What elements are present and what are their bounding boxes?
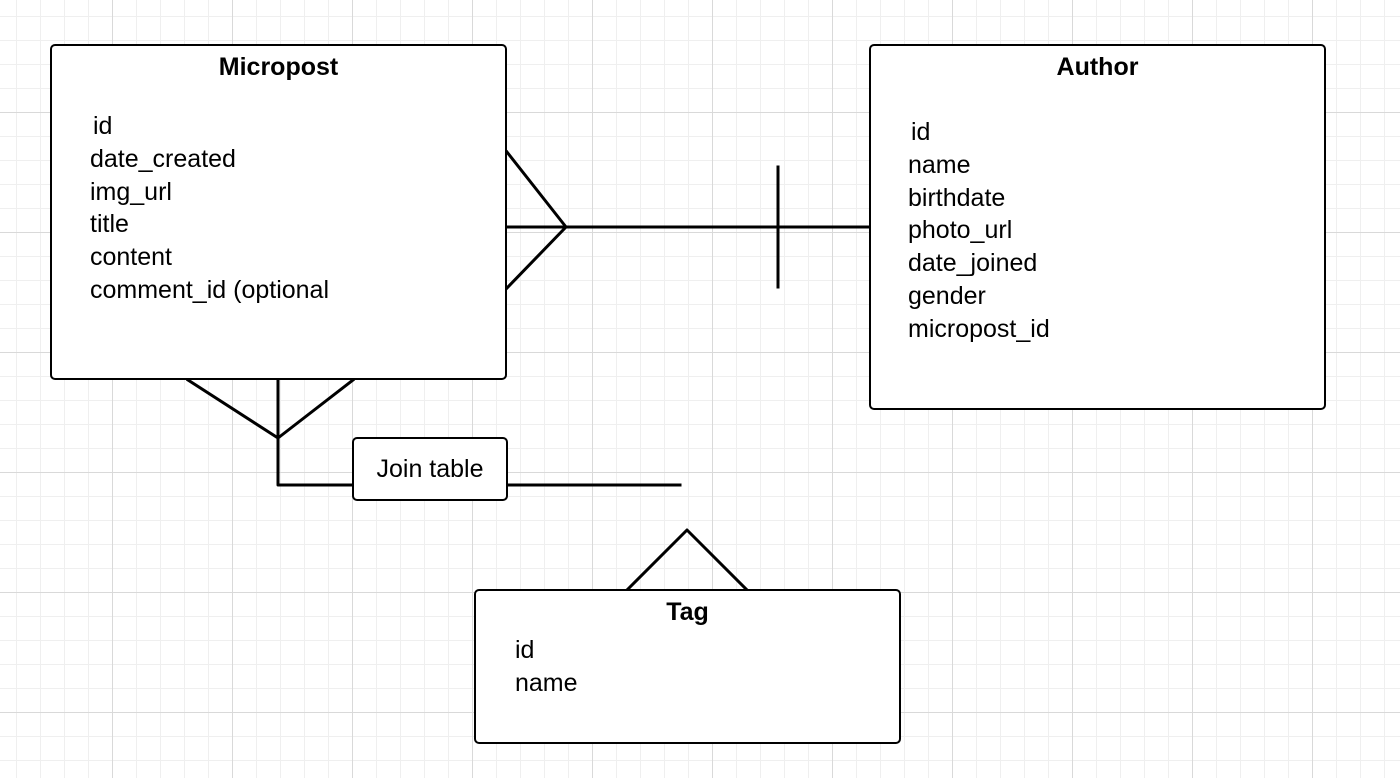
- field-item: gender: [908, 281, 986, 310]
- join-table-box[interactable]: Join table: [352, 437, 508, 501]
- field-item: title: [90, 210, 129, 239]
- entity-micropost[interactable]: Micropost id date_created img_url title …: [50, 44, 507, 380]
- field-item: name: [515, 668, 578, 697]
- field-list: id name birthdate photo_url date_joined …: [908, 116, 1050, 346]
- join-table-label: Join table: [376, 454, 484, 483]
- field-list: id name: [515, 634, 578, 700]
- field-item: id: [911, 118, 931, 146]
- field-item: id: [93, 112, 113, 140]
- micropost-join-crowfoot-marker: [185, 377, 356, 440]
- field-item: name: [908, 150, 971, 179]
- tag-crowfoot-marker: [625, 528, 749, 592]
- field-item: comment_id (optional: [90, 275, 330, 304]
- field-item: date_joined: [908, 249, 1038, 278]
- field-item: content: [90, 243, 173, 272]
- entity-title: Tag: [666, 598, 709, 626]
- field-item: photo_url: [908, 216, 1013, 245]
- field-item: birthdate: [908, 183, 1006, 212]
- field-item: date_created: [90, 144, 236, 173]
- field-list: id date_created img_url title content co…: [90, 110, 329, 307]
- micropost-join-line: [276, 378, 354, 487]
- entity-tag[interactable]: Tag id name: [474, 589, 901, 744]
- entity-author[interactable]: Author id name birthdate photo_url date_…: [869, 44, 1326, 410]
- field-item: micropost_id: [908, 314, 1050, 343]
- micropost-crowfoot-marker: [504, 149, 568, 291]
- entity-title: Micropost: [218, 53, 339, 81]
- field-item: id: [515, 636, 535, 664]
- entity-title: Author: [1056, 53, 1139, 81]
- field-item: img_url: [90, 177, 172, 206]
